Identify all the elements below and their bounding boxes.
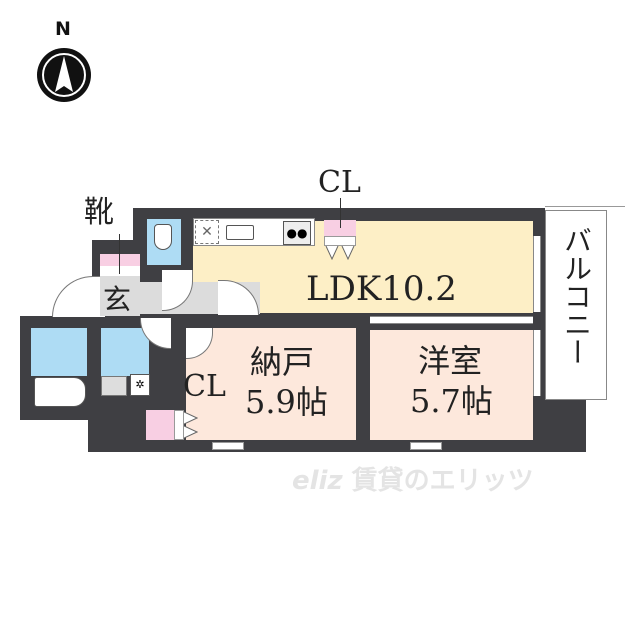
stove-icon: ●● — [283, 221, 311, 245]
ldk-closet-leader-line — [340, 198, 341, 228]
shoe-closet-floor — [100, 266, 140, 276]
wash-basin-icon — [101, 376, 127, 396]
sliding-partition[interactable] — [370, 316, 533, 324]
storage-closet-door — [174, 410, 184, 440]
watermark-brand: eliz — [292, 466, 343, 496]
room-entrance[interactable] — [100, 276, 140, 316]
compass-north-label: N — [55, 18, 71, 40]
fridge-space-icon: ✕ — [195, 220, 219, 244]
ldk-balcony-window[interactable] — [533, 236, 541, 312]
storage-size: 5.9帖 — [245, 383, 328, 421]
room-washroom[interactable] — [101, 328, 149, 376]
balcony[interactable] — [545, 210, 607, 400]
shoe-closet[interactable] — [100, 254, 140, 266]
watermark-logo: eliz 賃貸のエリッツ — [292, 468, 534, 494]
storage-window — [212, 442, 244, 450]
shoe-closet-leader-line — [119, 234, 120, 274]
toilet-icon — [154, 224, 172, 250]
ldk-label: LDK10.2 — [306, 269, 457, 309]
north-arrow-icon — [37, 48, 91, 102]
bathtub-icon — [34, 377, 86, 407]
entrance-label: 玄 — [103, 283, 132, 316]
washing-machine-icon: ✲ — [130, 374, 150, 396]
ldk-closet-door — [324, 236, 356, 246]
balcony-label: バルコニー — [560, 226, 593, 366]
ldk-closet[interactable] — [324, 220, 356, 236]
room-storage[interactable] — [186, 328, 356, 440]
storage-closet-label: CL — [183, 369, 226, 404]
room-bath[interactable] — [31, 328, 87, 376]
room-western[interactable] — [370, 330, 533, 440]
wall-balcony-corner — [540, 400, 586, 452]
western-name: 洋室 — [418, 342, 483, 380]
ldk-closet-label: CL — [318, 165, 361, 200]
balcony-outer-line — [545, 206, 625, 207]
shoe-closet-label: 靴 — [84, 195, 114, 230]
western-window — [410, 442, 442, 450]
closet-door-swing-icon — [325, 246, 355, 260]
storage-name: 納戸 — [250, 343, 315, 381]
storage-closet[interactable] — [146, 410, 174, 440]
western-balcony-window[interactable] — [533, 330, 541, 396]
watermark-text: 賃貸のエリッツ — [351, 466, 534, 496]
closet-door-swing-icon — [184, 411, 198, 439]
sink-icon — [226, 225, 254, 240]
entrance-door-swing — [52, 276, 105, 317]
western-size: 5.7帖 — [410, 382, 493, 420]
